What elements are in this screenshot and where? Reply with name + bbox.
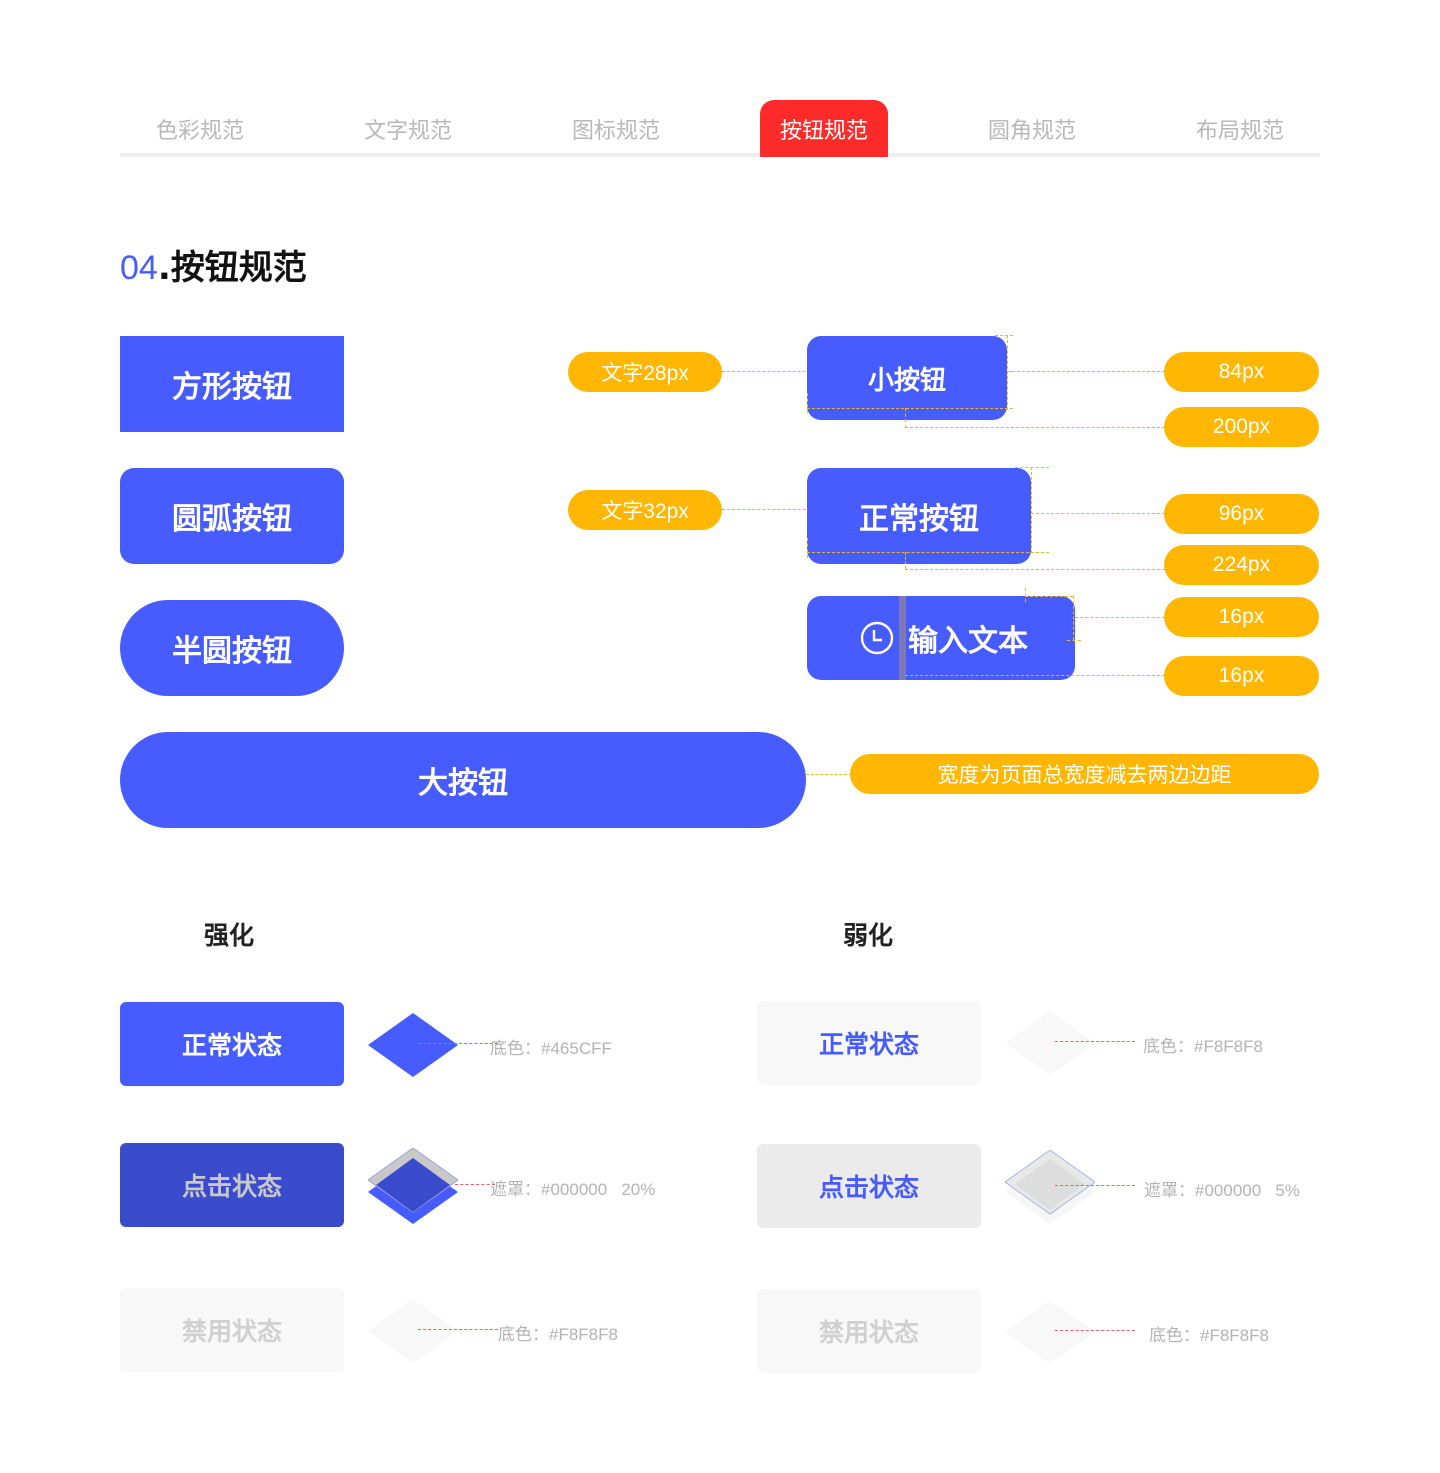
guide-line bbox=[1055, 1041, 1135, 1042]
section-number: 04 bbox=[120, 249, 158, 287]
guide-line bbox=[807, 538, 808, 558]
font-size-32-tag: 文字32px bbox=[568, 490, 722, 530]
width-224-tag: 224px bbox=[1164, 545, 1319, 585]
guide-line bbox=[1015, 467, 1049, 468]
tab-icon[interactable]: 图标规范 bbox=[571, 118, 660, 144]
strong-disabled-button: 禁用状态 bbox=[120, 1288, 344, 1372]
gap-indicator bbox=[899, 596, 906, 680]
large-width-note: 宽度为页面总宽度减去两边边距 bbox=[850, 754, 1319, 794]
strong-normal-note: 底色：#465CFF bbox=[490, 1039, 612, 1058]
guide-line bbox=[1055, 1185, 1135, 1186]
guide-line bbox=[1031, 467, 1032, 553]
weak-pressed-button[interactable]: 点击状态 bbox=[757, 1144, 981, 1228]
guide-line bbox=[905, 408, 906, 428]
guide-line bbox=[418, 1329, 498, 1330]
page-title: 04.按钮规范 bbox=[120, 240, 307, 289]
strong-pressed-button[interactable]: 点击状态 bbox=[120, 1143, 344, 1227]
swatch-diamond-icon bbox=[368, 1013, 458, 1077]
icon-button-label: 输入文本 bbox=[908, 624, 1028, 659]
guide-line bbox=[1007, 371, 1165, 372]
guide-line bbox=[905, 552, 906, 569]
guide-line bbox=[807, 408, 1013, 409]
weak-disabled-button: 禁用状态 bbox=[757, 1289, 981, 1373]
weak-heading: 弱化 bbox=[843, 921, 894, 950]
tab-bar: 色彩规范 文字规范 图标规范 按钮规范 圆角规范 布局规范 bbox=[120, 100, 1320, 158]
tab-radius[interactable]: 圆角规范 bbox=[987, 118, 1076, 144]
guide-line bbox=[806, 774, 852, 775]
small-button[interactable]: 小按钮 bbox=[807, 336, 1007, 420]
arc-button[interactable]: 圆弧按钮 bbox=[120, 468, 344, 564]
guide-line bbox=[1007, 335, 1008, 410]
guide-line bbox=[1075, 617, 1165, 618]
tab-layout[interactable]: 布局规范 bbox=[1195, 118, 1284, 144]
clock-icon bbox=[860, 621, 894, 655]
semicircle-button[interactable]: 半圆按钮 bbox=[120, 600, 344, 696]
guide-line bbox=[807, 552, 1049, 553]
padding-16-tag: 16px bbox=[1164, 597, 1319, 637]
swatch-diamond-icon bbox=[1005, 1011, 1095, 1075]
guide-line bbox=[1031, 513, 1165, 514]
tab-button[interactable]: 按钮规范 bbox=[760, 100, 888, 157]
guide-line bbox=[1067, 640, 1081, 641]
square-button[interactable]: 方形按钮 bbox=[120, 336, 344, 432]
strong-disabled-note: 底色：#F8F8F8 bbox=[498, 1325, 618, 1344]
width-200-tag: 200px bbox=[1164, 407, 1319, 447]
swatch-diamond-icon bbox=[1005, 1300, 1095, 1364]
font-size-28-tag: 文字28px bbox=[568, 352, 722, 392]
swatch-layered-diamond-icon bbox=[1005, 1150, 1095, 1224]
swatch-layered-diamond-icon bbox=[368, 1148, 458, 1224]
tab-text[interactable]: 文字规范 bbox=[363, 118, 452, 144]
weak-normal-note: 底色：#F8F8F8 bbox=[1143, 1037, 1263, 1056]
guide-line bbox=[1025, 588, 1026, 602]
guide-line bbox=[905, 569, 1165, 570]
guide-line bbox=[995, 335, 1013, 336]
weak-normal-button[interactable]: 正常状态 bbox=[757, 1001, 981, 1085]
strong-pressed-note: 遮罩：#000000 20% bbox=[490, 1180, 656, 1199]
tab-underline bbox=[120, 153, 1320, 157]
weak-pressed-note: 遮罩：#000000 5% bbox=[1144, 1181, 1300, 1200]
tab-color[interactable]: 色彩规范 bbox=[155, 118, 244, 144]
guide-line bbox=[905, 427, 1165, 428]
guide-line bbox=[807, 393, 808, 413]
strong-heading: 强化 bbox=[204, 921, 255, 950]
normal-button[interactable]: 正常按钮 bbox=[807, 468, 1031, 564]
guide-line bbox=[455, 1184, 495, 1185]
gap-16-tag: 16px bbox=[1164, 656, 1319, 696]
guide-line bbox=[1025, 596, 1073, 597]
guide-line bbox=[1073, 596, 1074, 640]
guide-line bbox=[905, 675, 1165, 676]
large-button[interactable]: 大按钮 bbox=[120, 732, 806, 828]
weak-disabled-note: 底色：#F8F8F8 bbox=[1149, 1326, 1269, 1345]
section-title: .按钮规范 bbox=[157, 248, 307, 288]
swatch-diamond-icon bbox=[368, 1299, 458, 1363]
icon-text-button[interactable]: 输入文本 bbox=[807, 596, 1075, 680]
guide-line bbox=[418, 1043, 498, 1044]
height-96-tag: 96px bbox=[1164, 494, 1319, 534]
strong-normal-button[interactable]: 正常状态 bbox=[120, 1002, 344, 1086]
guide-line bbox=[1055, 1330, 1135, 1331]
height-84-tag: 84px bbox=[1164, 352, 1319, 392]
